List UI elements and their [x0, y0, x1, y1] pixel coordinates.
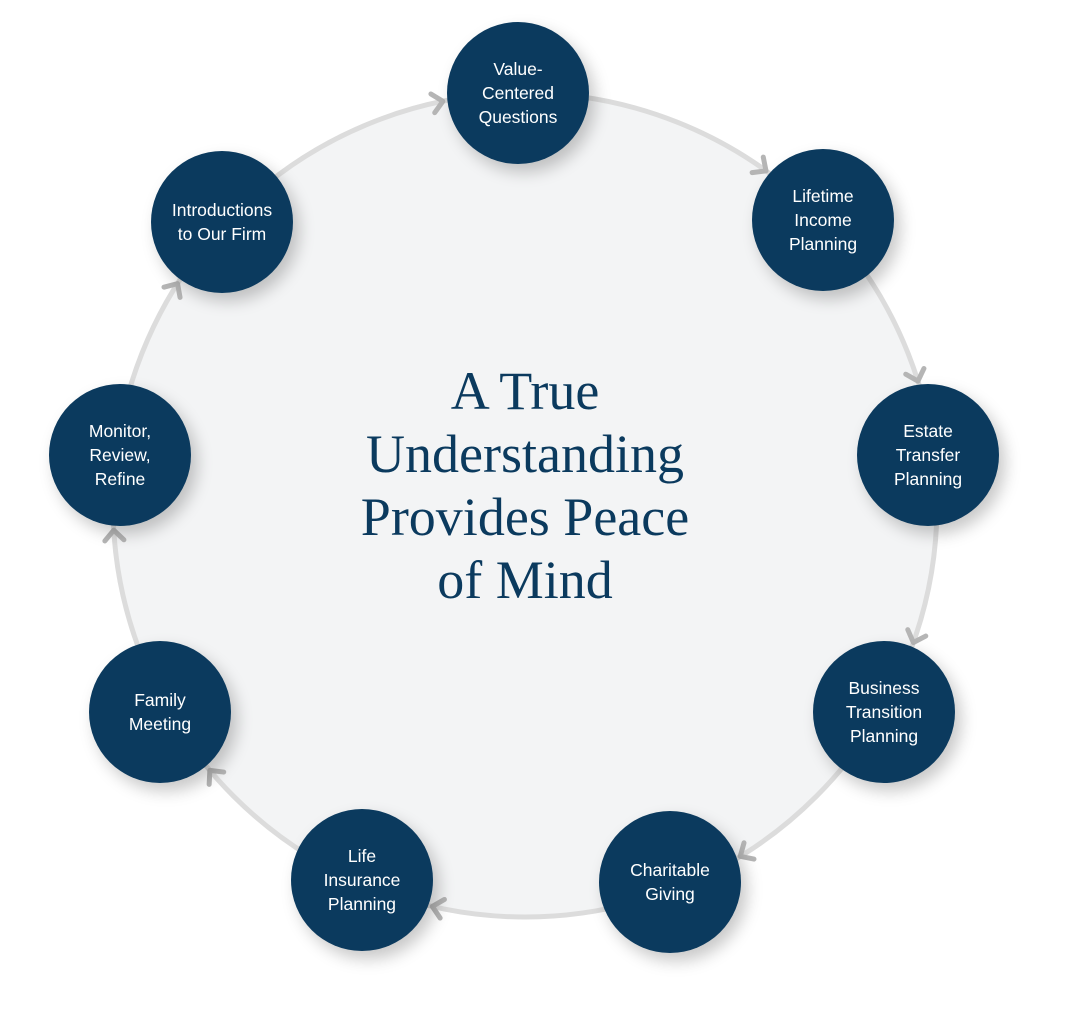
- step-label: Introductions to Our Firm: [171, 200, 273, 244]
- step-label: Life Insurance Planning: [323, 846, 401, 914]
- arrowhead-icon: [429, 896, 447, 921]
- arrowhead-icon: [206, 767, 227, 787]
- step-estate-transfer-planning[interactable]: Estate Transfer Planning: [857, 384, 999, 526]
- step-charitable-giving[interactable]: Charitable Giving: [599, 811, 741, 953]
- step-label: Business Transition Planning: [845, 678, 923, 746]
- step-value-centered-questions[interactable]: Value- Centered Questions: [447, 22, 589, 164]
- step-label: Charitable Giving: [630, 860, 710, 904]
- step-life-insurance-planning[interactable]: Life Insurance Planning: [291, 809, 433, 951]
- step-family-meeting[interactable]: Family Meeting: [89, 641, 231, 783]
- arrowhead-icon: [903, 365, 927, 384]
- step-introductions-to-our-firm[interactable]: Introductions to Our Firm: [151, 151, 293, 293]
- arrowhead-icon: [737, 840, 757, 862]
- step-monitor-review-refine[interactable]: Monitor, Review, Refine: [49, 384, 191, 526]
- arrowhead-icon: [749, 154, 769, 176]
- step-lifetime-income-planning[interactable]: Lifetime Income Planning: [752, 149, 894, 291]
- step-label: Monitor, Review, Refine: [88, 421, 152, 489]
- center-title: A True Understanding Provides Peace of M…: [360, 361, 690, 610]
- step-label: Estate Transfer Planning: [893, 421, 963, 489]
- step-label: Family Meeting: [128, 690, 192, 734]
- arrowhead-icon: [161, 281, 183, 300]
- arrowhead-icon: [428, 91, 446, 116]
- arrowhead-icon: [102, 527, 127, 544]
- step-business-transition-planning[interactable]: Business Transition Planning: [813, 641, 955, 783]
- step-label: Value- Centered Questions: [478, 59, 558, 127]
- step-label: Lifetime Income Planning: [788, 186, 858, 254]
- arrowhead-icon: [905, 627, 929, 646]
